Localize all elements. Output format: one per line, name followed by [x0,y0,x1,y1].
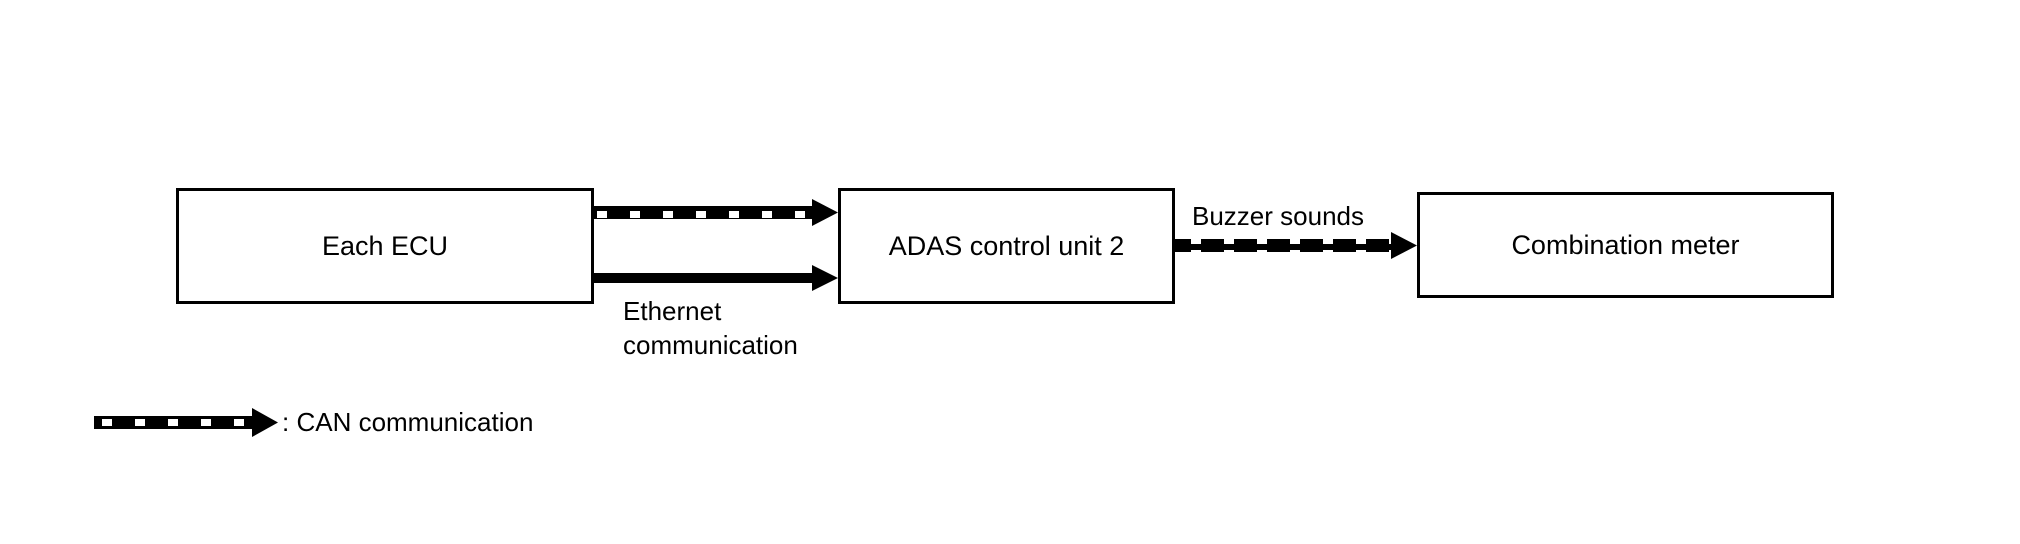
ethernet-label-line1: Ethernet [623,296,722,326]
legend-can-symbol [94,408,278,437]
node-combination-meter: Combination meter [1417,192,1834,298]
node-adas-control-unit-2: ADAS control unit 2 [838,188,1175,304]
node-each-ecu: Each ECU [176,188,594,304]
edge-ethernet-ecu-to-adas [594,265,838,291]
buzzer-sounds-label: Buzzer sounds [1192,201,1364,231]
can-line [94,416,254,429]
node-each-ecu-label: Each ECU [321,230,449,261]
ethernet-line [594,273,814,283]
edge-can-ecu-to-adas [594,199,838,226]
node-adas-control-unit-2-label: ADAS control unit 2 [888,230,1125,261]
node-combination-meter-label: Combination meter [1511,229,1740,260]
can-line [1175,239,1393,252]
ethernet-label: Ethernet communication [623,294,798,362]
can-line [594,206,814,219]
arrowhead-icon [252,408,278,437]
ethernet-label-line2: communication [623,330,798,360]
edge-can-adas-to-meter [1175,232,1417,259]
arrowhead-icon [812,265,838,291]
arrowhead-icon [1391,232,1417,259]
legend-text: : CAN communication [282,407,534,437]
arrowhead-icon [812,199,838,226]
